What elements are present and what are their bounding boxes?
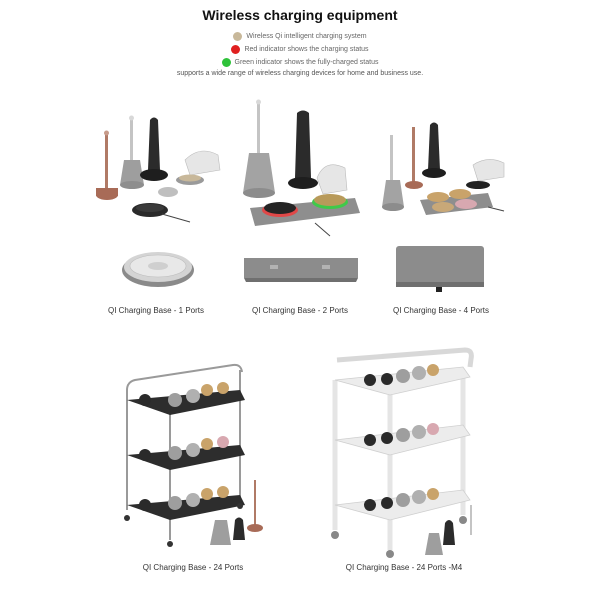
cart-shelf-bottom [127,495,245,520]
cart-floor-accessories [210,480,263,545]
beige-indicator-icon [233,31,243,41]
pepper-mill-black-icon [288,110,318,189]
pepper-mill-black-icon [422,122,446,178]
cart-shelf-middle [127,445,245,470]
cart-wheels [124,503,243,547]
charging-pad-icon [132,203,191,223]
caption-cart-24-port: QI Charging Base - 24 Ports [142,563,244,572]
cart-devices-middle [139,436,229,461]
cart-wheels [331,516,467,558]
charging-base-2-port-image [244,258,358,282]
caption-cart-24-port-m4: QI Charging Base - 24 Ports -M4 [345,563,463,572]
caption-base-1-port: QI Charging Base - 1 Ports [107,306,205,315]
red-indicator-icon [231,44,241,54]
feature-legend: Wireless Qi intelligent charging system … [0,30,600,69]
hand-placing-device-icon [158,150,221,197]
cart-shelf-top [127,390,245,415]
napkin-holder-silver-icon [382,135,404,211]
cart-devices-middle [364,423,439,446]
charging-base-two-port-icon [250,194,360,226]
product-scene-2-port [243,99,360,237]
legend-item-red: Red indicator shows the charging status [0,43,600,55]
page-subtitle: supports a wide range of wireless chargi… [176,70,424,77]
page-title: Wireless charging equipment [202,7,398,23]
charging-cart-black-image [124,363,263,547]
caption-base-2-port: QI Charging Base - 2 Ports [251,306,349,315]
charging-base-four-port-icon [420,189,493,215]
green-indicator-icon [221,57,231,67]
legend-text: Wireless Qi intelligent charging system [246,32,367,40]
napkin-holder-copper-icon [405,127,423,189]
cart-devices-bottom [139,486,229,511]
pepper-mill-black-icon [140,117,168,181]
legend-text: Red indicator shows the charging status [244,45,369,53]
hand-placing-device-icon [316,164,348,195]
hand-placing-device-icon [466,159,505,189]
legend-item-qi: Wireless Qi intelligent charging system [0,30,600,42]
product-scene-1-port [96,115,221,223]
cart-devices-bottom [364,488,439,511]
cart-devices-top [139,382,229,407]
charging-cart-white-image [331,347,474,558]
cart-handle [336,347,474,368]
napkin-holder-silver-icon [243,99,275,198]
legend-text: Green indicator shows the fully-charged … [234,58,379,66]
cart-floor-accessories [425,505,472,555]
cart-devices-top [364,364,439,386]
charging-base-4-port-image [396,246,484,292]
napkin-holder-copper-icon [96,130,118,200]
napkin-holder-silver-icon [120,115,144,189]
product-scene-4-port [382,122,505,215]
charging-base-1-port-image [122,252,194,287]
legend-item-green: Green indicator shows the fully-charged … [0,56,600,68]
caption-base-4-port: QI Charging Base - 4 Ports [392,306,490,315]
